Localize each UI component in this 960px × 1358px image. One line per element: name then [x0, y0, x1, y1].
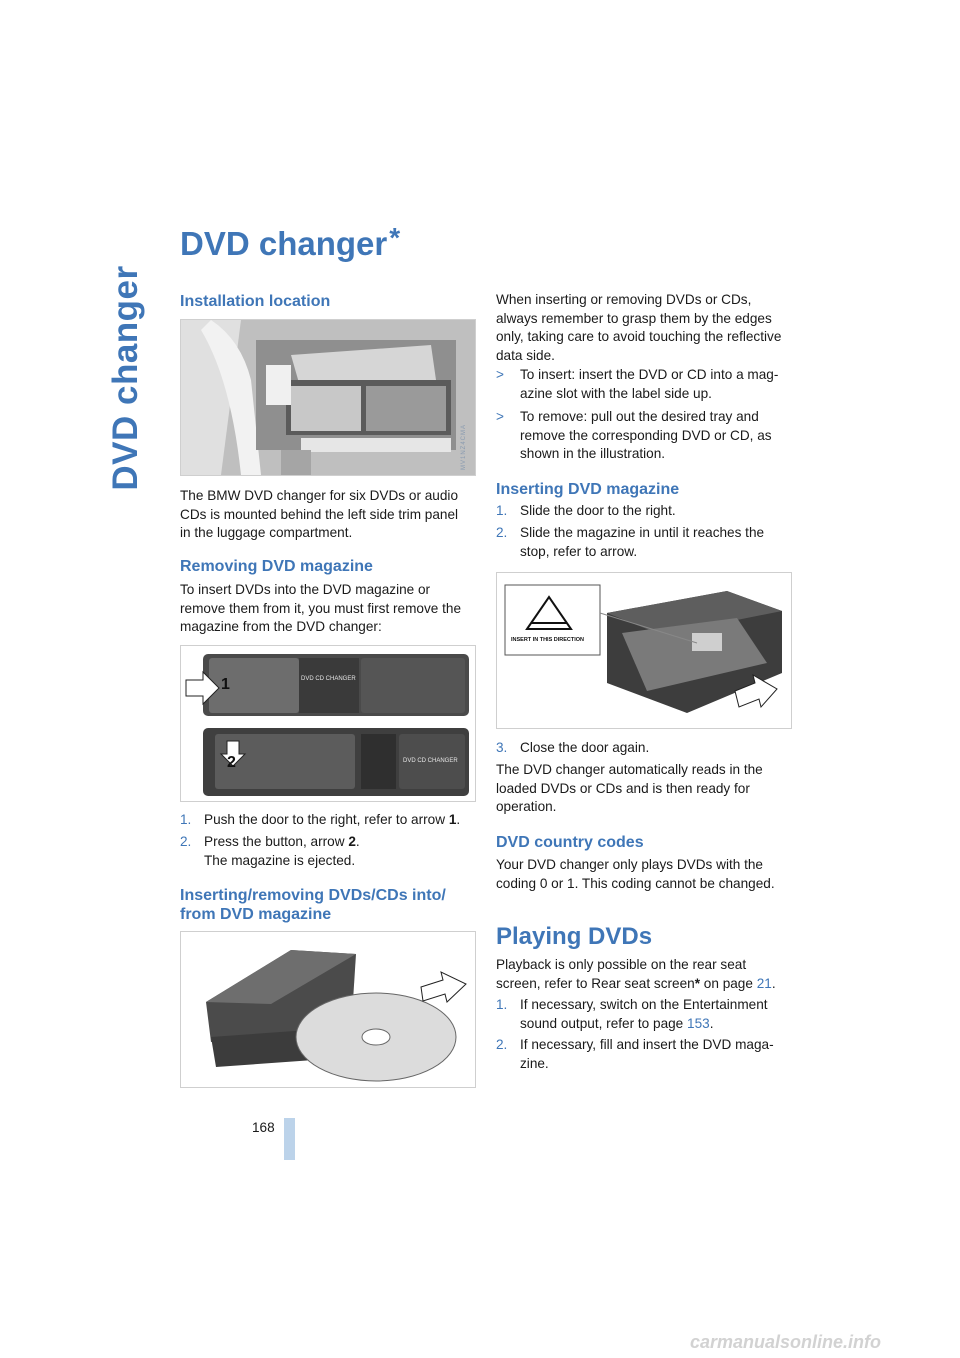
changer-label-bottom: DVD CD CHANGER: [403, 758, 458, 764]
heading-insert-remove-discs: Inserting/removing DVDs/CDs into/from DV…: [180, 887, 446, 923]
auto-read-paragraph: The DVD changer automatically reads in t…: [496, 762, 763, 814]
installation-paragraph: The BMW DVD changer for six DVDs or audi…: [180, 488, 459, 540]
side-chapter-title: DVD changer: [106, 265, 145, 491]
heading-inserting-magazine: Inserting DVD magazine: [496, 481, 680, 498]
handling-paragraph: When inserting or removing DVDs or CDs, …: [496, 292, 782, 363]
arrow-1-label: 1: [221, 676, 230, 693]
playing-step-2: 2. If necessary, fill and insert the DVD…: [496, 1037, 774, 1071]
country-codes-paragraph: Your DVD changer only plays DVDs with th…: [496, 857, 775, 891]
bullet-remove: > To remove: pull out the desired tray a…: [496, 409, 772, 461]
dvd-changer-door-figure: 1 2 DVD CD CHANGER DVD CD CHANGER MV1NZ4…: [180, 645, 476, 802]
insert-direction-label: INSERT IN THIS DIRECTION: [511, 637, 585, 643]
page-margin-bar: [284, 1118, 295, 1160]
insert-step-1: 1.Slide the door to the right.: [496, 503, 676, 518]
dvd-magazine-figure: MV1NZ4CMA: [180, 931, 476, 1088]
insert-step-3: 3.Close the door again.: [496, 740, 650, 755]
step-2: 2. Press the button, arrow 2.The magazin…: [180, 834, 360, 868]
changer-label-top: DVD CD CHANGER: [301, 676, 356, 682]
page-title: DVD changer*: [180, 222, 401, 262]
installation-location-figure: MV1NZ4CMA: [180, 319, 476, 476]
heading-playing-dvds: Playing DVDs: [496, 923, 653, 950]
page-link-21[interactable]: 21: [756, 975, 772, 991]
heading-country-codes: DVD country codes: [496, 834, 644, 851]
heading-installation-location: Installation location: [180, 293, 331, 310]
arrow-2-label: 2: [227, 754, 236, 771]
bullet-insert: > To insert: insert the DVD or CD into a…: [496, 367, 779, 401]
optional-equipment-star: *: [389, 222, 401, 253]
insert-step-2: 2. Slide the magazine in until it reache…: [496, 525, 765, 559]
playing-paragraph: Playback is only possible on the rear se…: [496, 957, 776, 991]
heading-removing-magazine: Removing DVD magazine: [180, 558, 373, 575]
insert-magazine-figure: INSERT IN THIS DIRECTION MV1NZ4CMA: [496, 572, 792, 729]
figure-code: MV1NZ4CMA: [461, 423, 467, 470]
page-number: 168: [252, 1120, 275, 1135]
removing-paragraph: To insert DVDs into the DVD magazine or …: [180, 582, 462, 634]
step-1: 1. Push the door to the right, refer to …: [180, 812, 461, 827]
watermark: carmanualsonline.info: [690, 1332, 882, 1352]
playing-step-1: 1. If necessary, switch on the Entertain…: [496, 997, 768, 1031]
page-link-153[interactable]: 153: [687, 1015, 710, 1031]
